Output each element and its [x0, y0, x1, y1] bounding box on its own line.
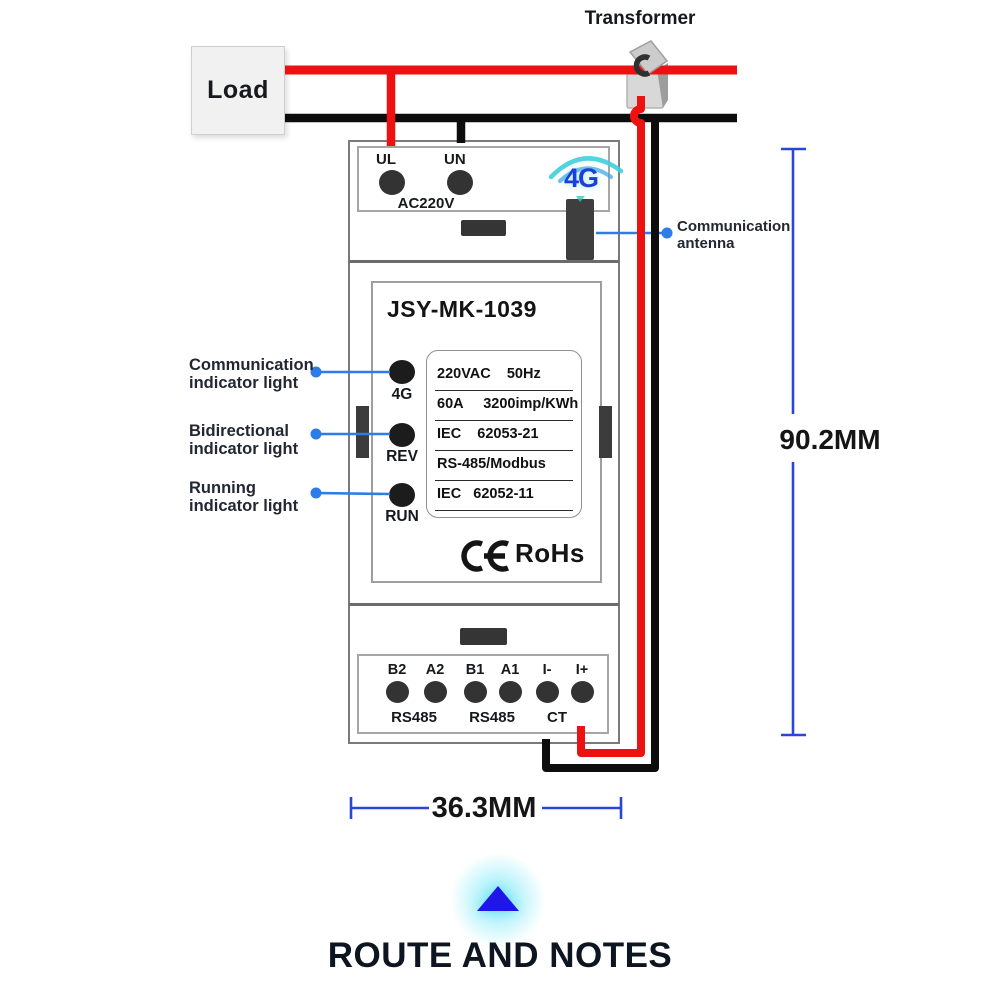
terminal-label-a2: A2 [425, 662, 445, 678]
din-clip-right [599, 406, 612, 458]
terminal-group-rs485-1: RS485 [391, 709, 437, 726]
footer-title: ROUTE AND NOTES [327, 936, 673, 975]
housing-divider-bottom [349, 603, 619, 606]
load-box: Load [191, 46, 285, 135]
terminal-ul-label: UL [376, 151, 396, 168]
indicator-light-rev [389, 423, 415, 447]
terminal-screw [424, 681, 447, 703]
note-line: antenna [677, 234, 735, 252]
leader-dot [310, 428, 322, 440]
spec-row: 220VAC 50Hz [435, 361, 573, 391]
vent-slot-top [461, 220, 506, 236]
terminal-screw [464, 681, 487, 703]
note-line: Bidirectional [189, 422, 289, 440]
supply-voltage-label: AC220V [397, 195, 455, 212]
load-label: Load [207, 76, 269, 104]
din-clip-left [356, 406, 369, 458]
indicator-label-4g: 4G [391, 386, 413, 403]
note-line: indicator light [189, 496, 299, 515]
vent-slot-bottom [460, 628, 507, 645]
note-running-indicator: Running indicator light [189, 479, 299, 515]
logo-4g: 4G [563, 163, 599, 193]
note-line: indicator light [189, 439, 299, 458]
terminal-screw [536, 681, 559, 703]
spec-row: 60A 3200imp/KWh [435, 391, 578, 421]
note-communication-indicator: Communication indicator light [189, 356, 314, 392]
spec-box: 220VAC 50Hz 60A 3200imp/KWh IEC 62053-21… [426, 350, 582, 518]
terminal-label-i-plus: I+ [575, 662, 589, 678]
indicator-light-run [389, 483, 415, 507]
spec-row: IEC 62053-21 [435, 421, 573, 451]
terminal-un-label: UN [444, 151, 466, 168]
model-label: JSY-MK-1039 [387, 296, 537, 322]
terminal-label-b2: B2 [387, 662, 407, 678]
terminal-screw [499, 681, 522, 703]
note-line: Communication [189, 356, 314, 374]
terminal-un-screw [447, 170, 473, 195]
terminal-group-ct: CT [547, 709, 567, 726]
rohs-label: RoHs [515, 538, 585, 568]
height-dimension-label: 90.2MM [779, 424, 881, 455]
leader-dot [310, 487, 322, 499]
leader-dot [661, 227, 673, 239]
terminal-group-rs485-2: RS485 [469, 709, 515, 726]
footer-triangle-icon [477, 886, 519, 911]
ct-clamp-jaw-icon [628, 40, 669, 77]
note-line: indicator light [189, 373, 299, 392]
width-dimension-label: 36.3MM [431, 792, 537, 824]
antenna-stub-icon [566, 199, 594, 260]
housing-divider-top [349, 260, 619, 263]
indicator-light-4g [389, 360, 415, 384]
transformer-label: Transformer [584, 8, 696, 29]
spec-row: RS-485/Modbus [435, 451, 573, 481]
terminal-label-i-minus: I- [542, 662, 552, 678]
note-line: Running [189, 479, 256, 497]
note-communication-antenna: Communication antenna [677, 218, 791, 252]
terminal-label-b1: B1 [465, 662, 485, 678]
note-bidirectional-indicator: Bidirectional indicator light [189, 422, 299, 458]
terminal-screw [386, 681, 409, 703]
terminal-ul-screw [379, 170, 405, 195]
terminal-screw [571, 681, 594, 703]
terminal-label-a1: A1 [500, 662, 520, 678]
ct-clamp-icon [626, 63, 668, 109]
indicator-label-run: RUN [385, 508, 419, 525]
spec-row: IEC 62052-11 [435, 481, 573, 511]
indicator-label-rev: REV [386, 448, 418, 465]
note-line: Communication [677, 218, 791, 235]
